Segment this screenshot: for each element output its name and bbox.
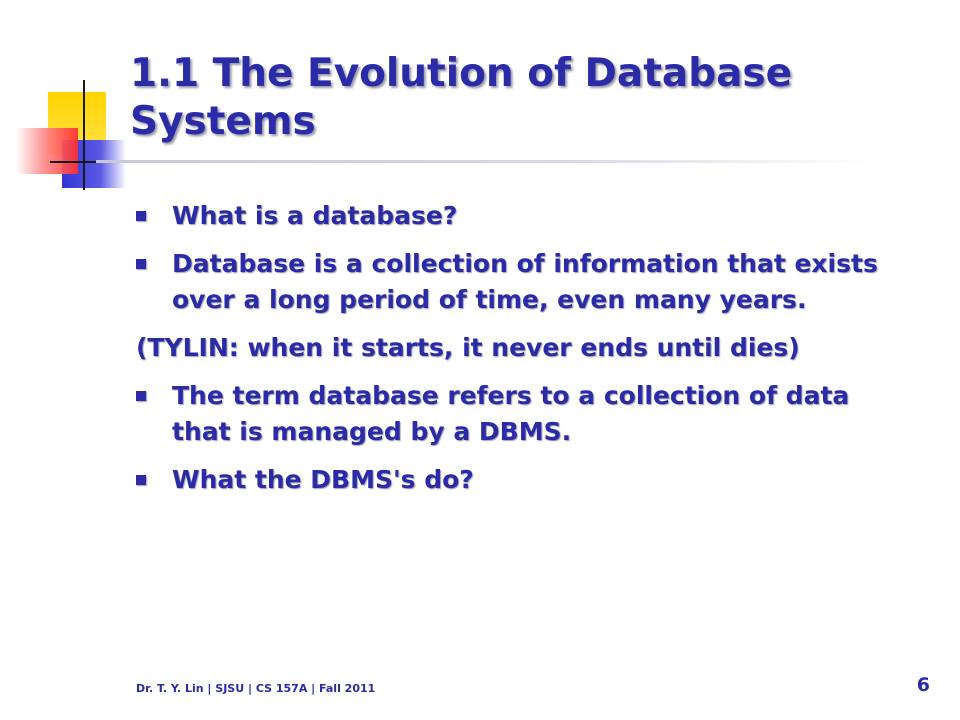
- title-underline: [96, 160, 876, 163]
- slide-content: What is a database? Database is a collec…: [136, 198, 916, 510]
- logo-horizontal-line: [50, 161, 134, 163]
- logo-red-block: [16, 128, 78, 174]
- logo-vertical-line: [83, 80, 85, 190]
- bullet-item: What the DBMS's do?: [136, 462, 916, 498]
- bullet-item: Database is a collection of information …: [136, 246, 916, 318]
- bullet-text: The term database refers to a collection…: [172, 381, 850, 446]
- slide-title: 1.1 The Evolution of Database Systems: [130, 51, 793, 144]
- bullet-text: What is a database?: [172, 201, 458, 230]
- square-bullet-icon: [136, 391, 146, 401]
- slide-footer: Dr. T. Y. Lin | SJSU | CS 157A | Fall 20…: [136, 682, 376, 695]
- square-bullet-icon: [136, 211, 146, 221]
- square-bullet-icon: [136, 259, 146, 269]
- square-bullet-icon: [136, 475, 146, 485]
- bullet-item: What is a database?: [136, 198, 916, 234]
- page-number: 6: [916, 674, 930, 696]
- bullet-text: What the DBMS's do?: [172, 465, 474, 494]
- plain-text-line: (TYLIN: when it starts, it never ends un…: [136, 333, 800, 362]
- bullet-item: The term database refers to a collection…: [136, 378, 916, 450]
- bullet-text: Database is a collection of information …: [172, 249, 878, 314]
